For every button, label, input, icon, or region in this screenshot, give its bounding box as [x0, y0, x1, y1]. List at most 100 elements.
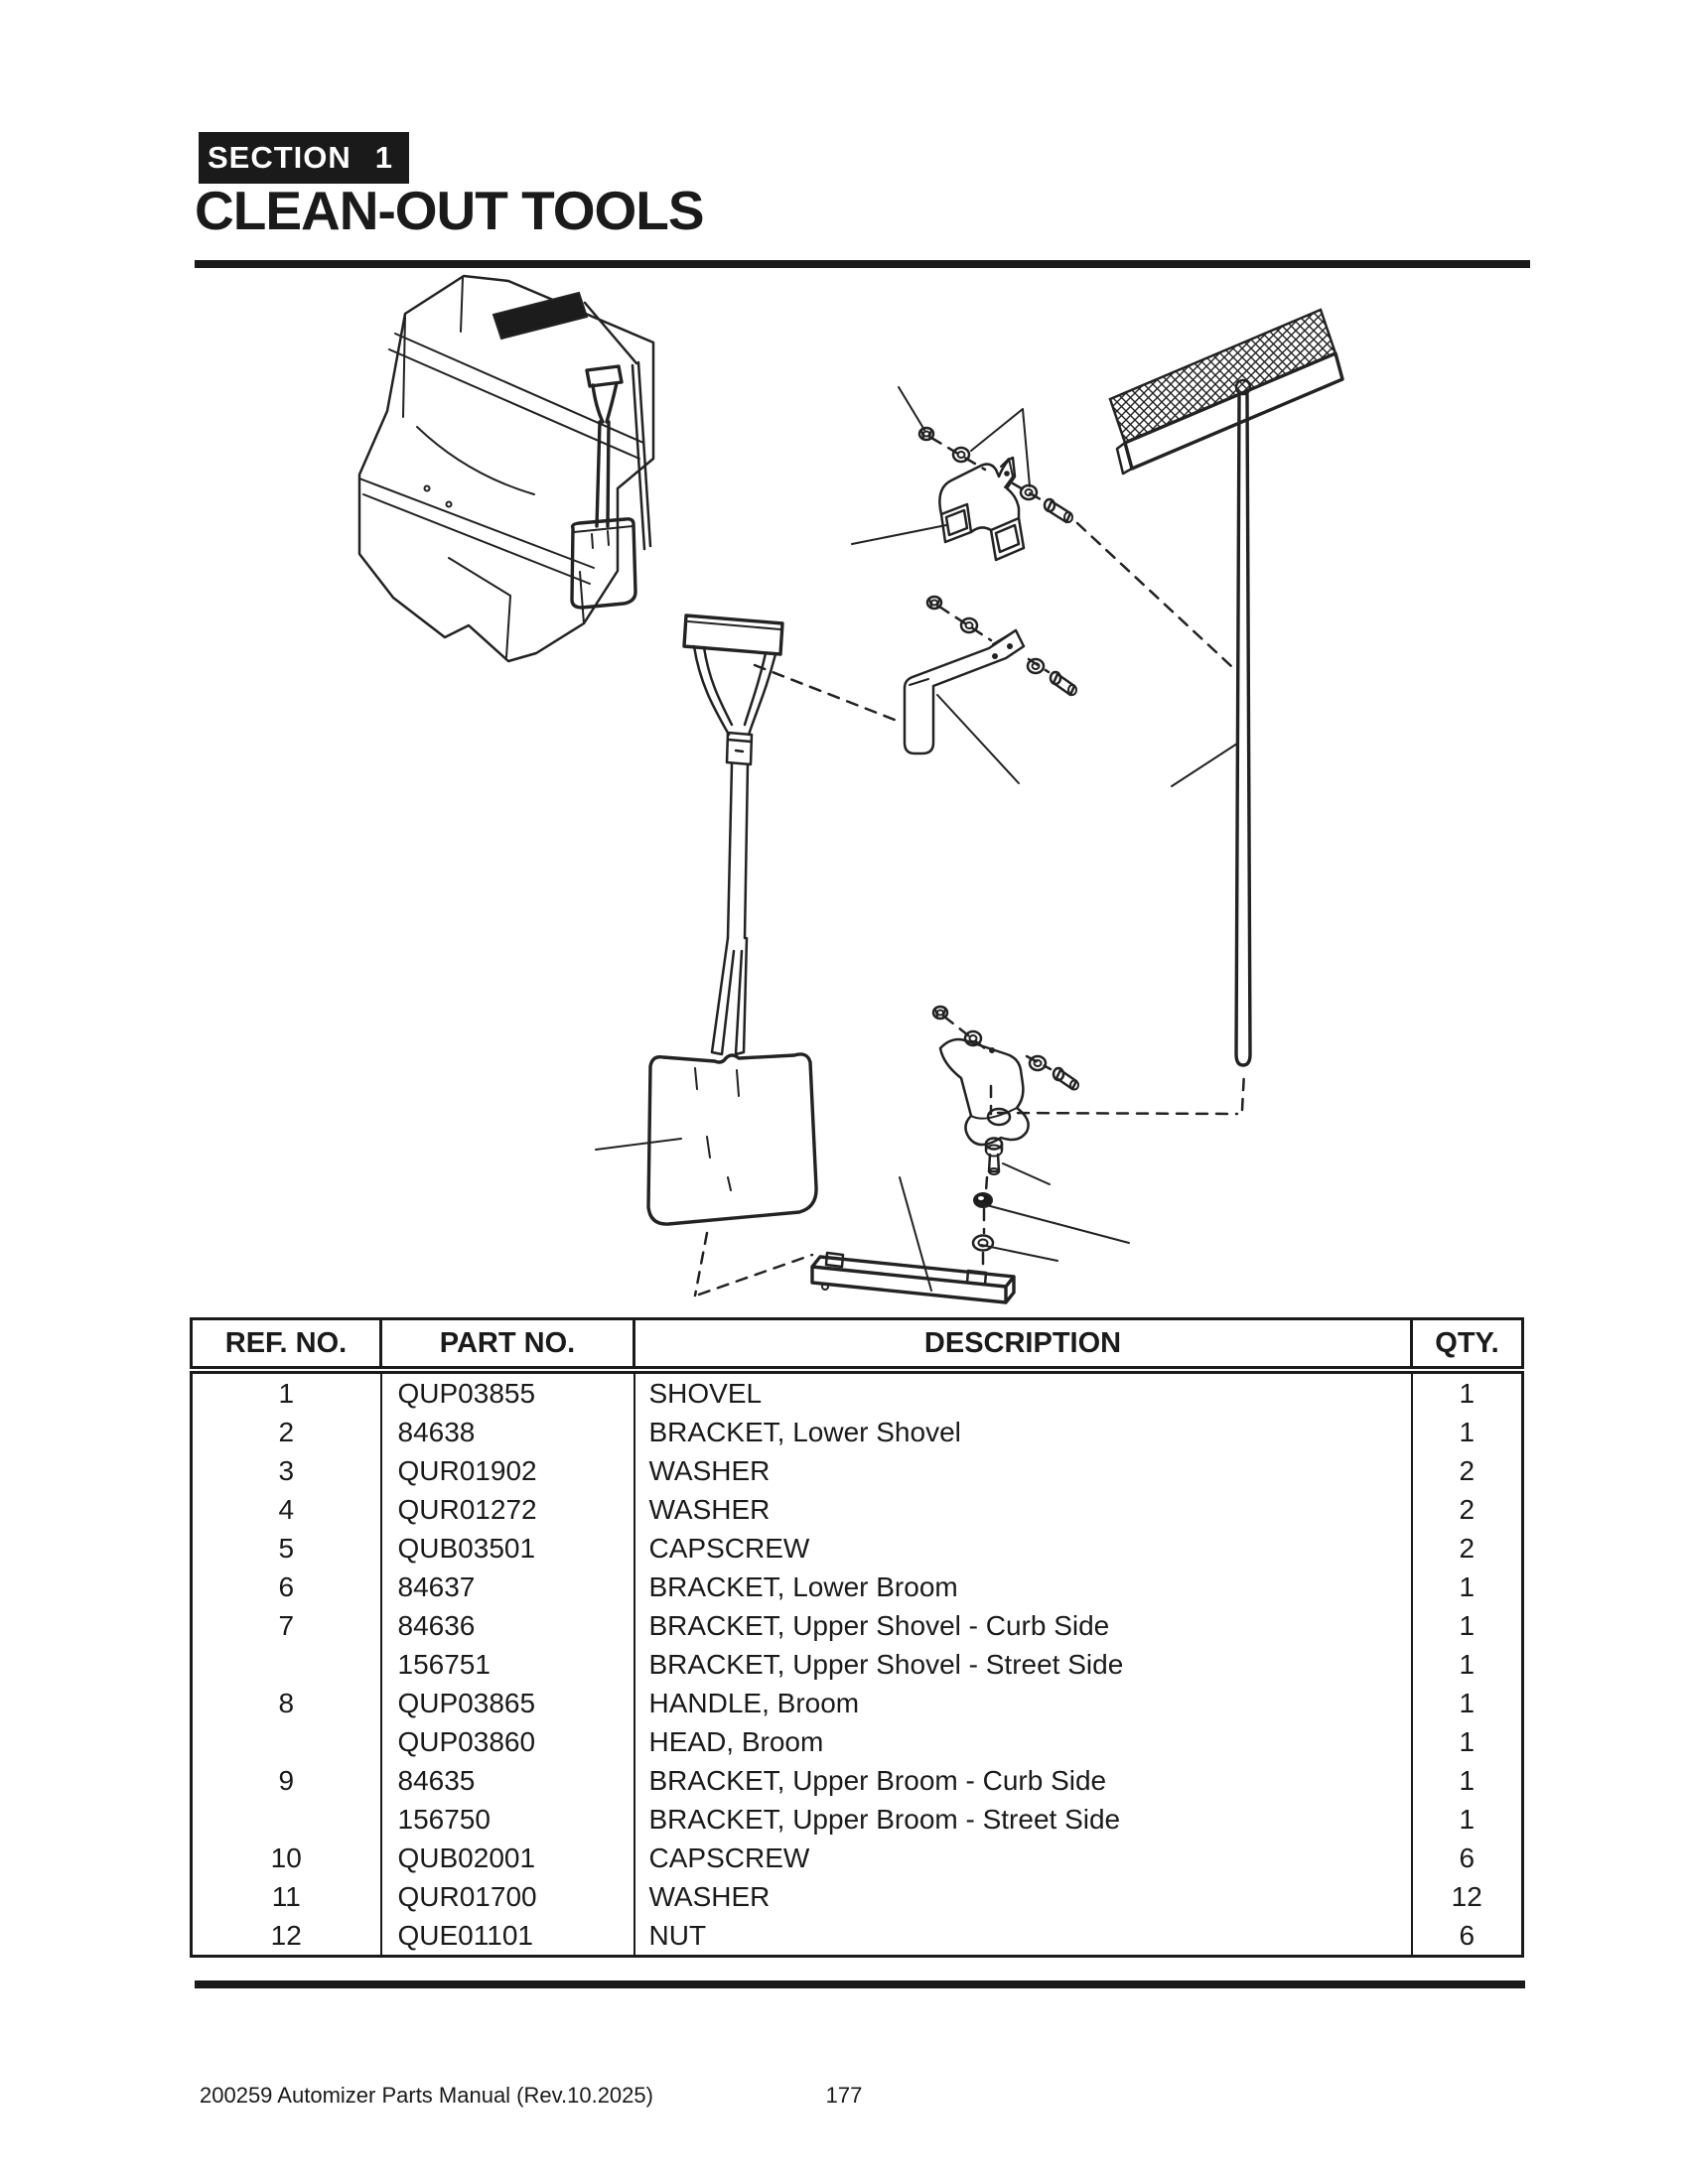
qty-cell: 2: [1410, 1490, 1524, 1529]
section-label: SECTION: [208, 140, 352, 175]
qty-cell: 1: [1410, 1684, 1524, 1722]
ref-no-cell: [190, 1722, 382, 1761]
nut-drawing: [917, 426, 935, 442]
description-header: DESCRIPTION: [633, 1317, 1413, 1374]
nut-drawing: [931, 1005, 949, 1021]
part-no-cell: QUE01101: [379, 1916, 635, 1957]
qty-cell: 1: [1410, 1568, 1524, 1606]
nut-drawing: [925, 595, 943, 611]
qty-cell: 1: [1410, 1645, 1524, 1684]
washer-drawing: [963, 1029, 983, 1047]
qty-cell: 1: [1410, 1606, 1524, 1645]
section-number: 1: [374, 140, 393, 175]
description-cell: BRACKET, Upper Broom - Street Side: [633, 1800, 1413, 1839]
qty-cell: 6: [1410, 1839, 1524, 1877]
footer-page-number: 177: [825, 2083, 863, 2108]
upper-broom-bracket-drawing: [917, 426, 1233, 668]
part-no-cell: QUR01902: [379, 1451, 635, 1490]
capscrew-drawing: [1043, 497, 1073, 524]
ref-no-cell: 6: [190, 1568, 382, 1606]
description-cell: BRACKET, Lower Broom: [633, 1568, 1413, 1606]
qty-cell: 2: [1410, 1529, 1524, 1568]
ref-no-cell: 8: [190, 1684, 382, 1722]
washer-drawing: [1028, 1054, 1048, 1072]
washer-drawing: [959, 616, 979, 634]
broom-handle: [1234, 392, 1252, 1067]
capscrew-drawing: [1052, 1066, 1079, 1091]
ref-no-cell: 2: [190, 1413, 382, 1451]
section-badge: SECTION 1: [199, 132, 409, 184]
footer-manual-text: 200259 Automizer Parts Manual (Rev.10.20…: [200, 2083, 653, 2108]
lower-broom-bracket-drawing: [931, 1005, 1246, 1147]
upper-shovel-bracket-drawing: [753, 595, 1077, 755]
description-cell: SHOVEL: [633, 1370, 1413, 1413]
description-cell: BRACKET, Upper Broom - Curb Side: [633, 1761, 1413, 1800]
qty-cell: 1: [1410, 1370, 1524, 1413]
footer-rule: [195, 1980, 1525, 1988]
capscrew-drawing: [984, 1137, 1004, 1175]
description-cell: WASHER: [633, 1451, 1413, 1490]
description-cell: CAPSCREW: [633, 1529, 1413, 1568]
ref-no-cell: 10: [190, 1839, 382, 1877]
ref-no-cell: 9: [190, 1761, 382, 1800]
washer-drawing: [1019, 483, 1039, 501]
ref-no-cell: 11: [190, 1877, 382, 1916]
part-no-cell: 156750: [379, 1800, 635, 1839]
qty-cell: 1: [1410, 1800, 1524, 1839]
ref-no-cell: 12: [190, 1916, 382, 1957]
shovel-drawing: [646, 614, 818, 1226]
description-cell: CAPSCREW: [633, 1839, 1413, 1877]
lower-shovel-bracket-drawing: [810, 1137, 1016, 1304]
description-cell: NUT: [633, 1916, 1413, 1957]
part-no-cell: QUP03860: [379, 1722, 635, 1761]
part-no-cell: 84636: [379, 1606, 635, 1645]
shovel-blade: [646, 1052, 818, 1226]
part-no-cell: 84635: [379, 1761, 635, 1800]
part-no-cell: QUR01272: [379, 1490, 635, 1529]
ref-no-cell: [190, 1645, 382, 1684]
machine-inset-drawing: [357, 274, 655, 663]
qty-cell: 1: [1410, 1413, 1524, 1451]
description-cell: BRACKET, Lower Shovel: [633, 1413, 1413, 1451]
ref-no-header: REF. NO.: [190, 1317, 382, 1374]
qty-cell: 1: [1410, 1761, 1524, 1800]
washer-drawing: [971, 1234, 995, 1252]
mounted-broom-brush: [492, 291, 589, 341]
part-no-cell: QUP03865: [379, 1684, 635, 1722]
qty-cell: 2: [1410, 1451, 1524, 1490]
part-no-header: PART NO.: [379, 1317, 635, 1374]
part-no-cell: 84637: [379, 1568, 635, 1606]
part-no-cell: QUB02001: [379, 1839, 635, 1877]
capscrew-drawing: [1049, 670, 1077, 697]
description-cell: WASHER: [633, 1490, 1413, 1529]
exploded-diagram: [357, 274, 1344, 1304]
description-cell: BRACKET, Upper Shovel - Street Side: [633, 1645, 1413, 1684]
qty-cell: 12: [1410, 1877, 1524, 1916]
description-cell: WASHER: [633, 1877, 1413, 1916]
part-no-cell: QUB03501: [379, 1529, 635, 1568]
page-title: CLEAN-OUT TOOLS: [195, 180, 705, 241]
ref-no-cell: 3: [190, 1451, 382, 1490]
description-cell: HEAD, Broom: [633, 1722, 1413, 1761]
leader-lines: [595, 386, 1238, 1292]
part-no-cell: 84638: [379, 1413, 635, 1451]
title-rule: [195, 260, 1530, 268]
ref-no-cell: 4: [190, 1490, 382, 1529]
broom-drawing: [1108, 308, 1344, 1067]
